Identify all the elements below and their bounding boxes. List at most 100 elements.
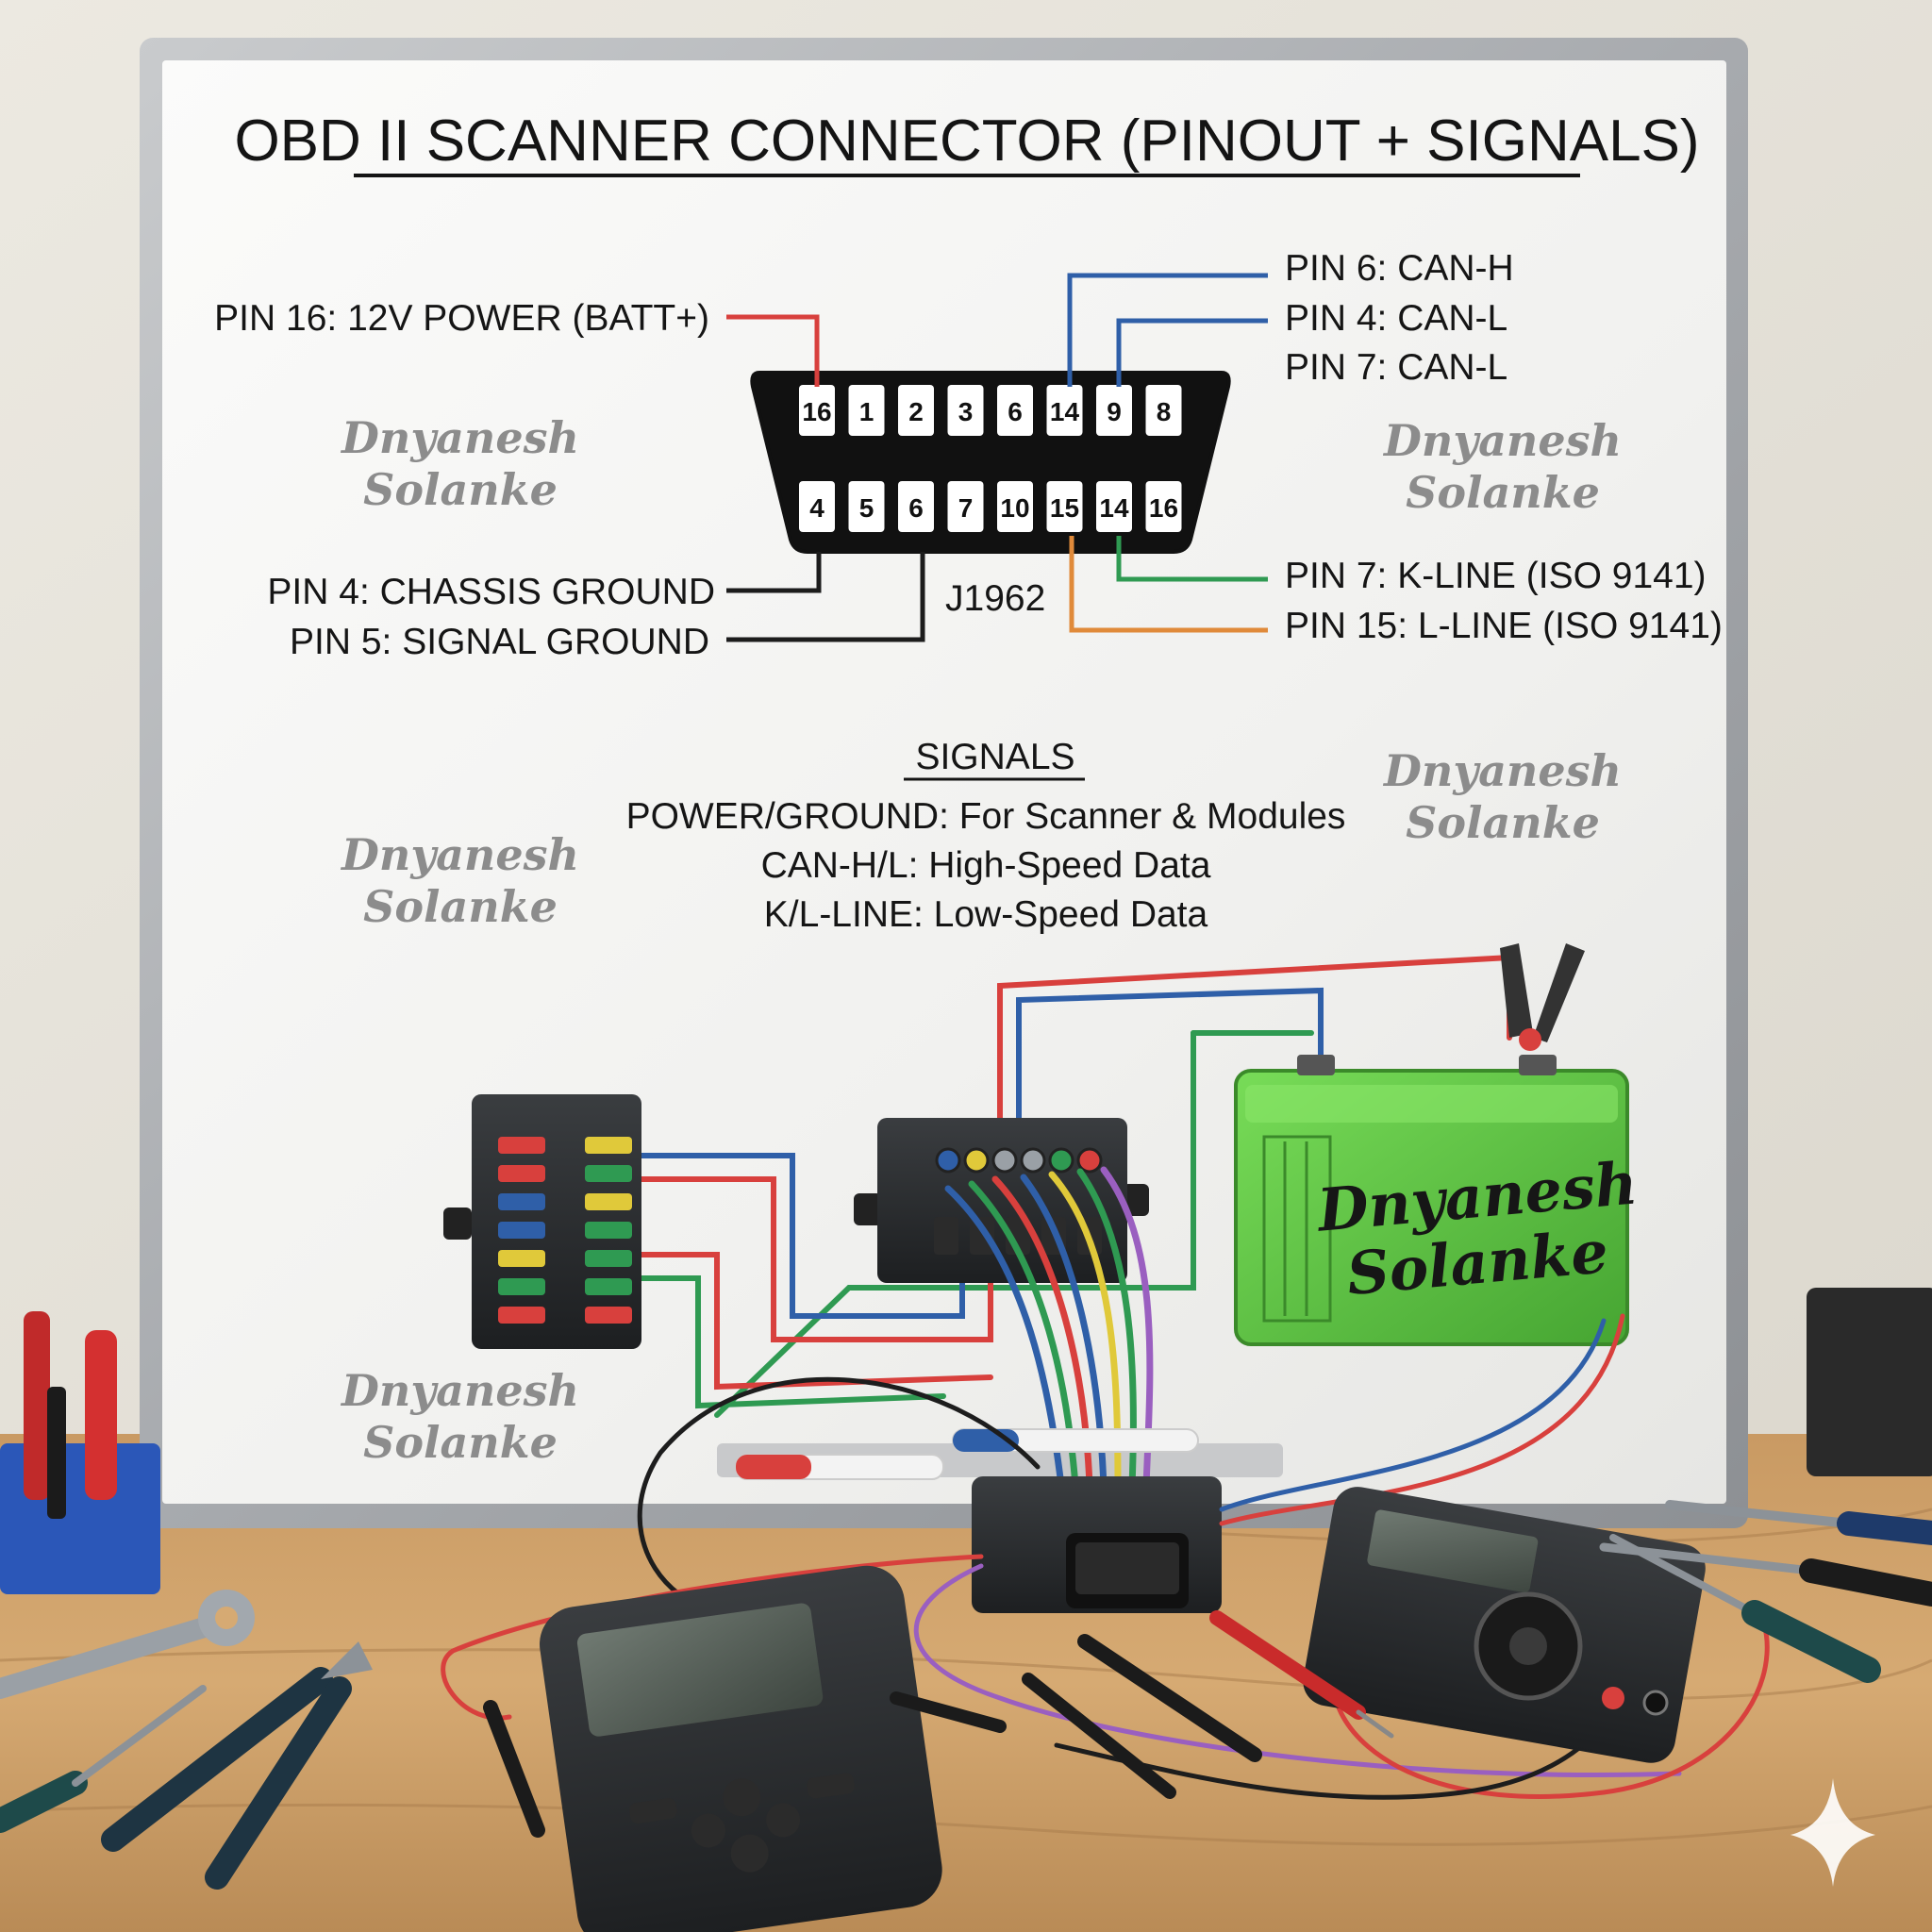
bottom-pin-number: 4 [809, 493, 824, 523]
fuse [498, 1193, 545, 1210]
top-pin-number: 1 [859, 397, 874, 426]
svg-text:Dnyanesh: Dnyanesh [340, 829, 579, 880]
watermark-3: Dnyanesh Solanke [1382, 745, 1622, 848]
power-supply-box [1807, 1288, 1932, 1476]
label-pin16-power: PIN 16: 12V POWER (BATT+) [214, 298, 709, 339]
fuse [498, 1250, 545, 1267]
label-pin6-can-h: PIN 6: CAN-H [1285, 248, 1514, 289]
top-pin-8: 8 [1145, 385, 1182, 436]
fuse [585, 1165, 632, 1182]
svg-text:Dnyanesh: Dnyanesh [1382, 745, 1622, 796]
bottom-pin-4: 7 [947, 481, 984, 532]
alligator-clip-icon [1500, 943, 1585, 1051]
diagram-title: OBD II SCANNER CONNECTOR (PINOUT + SIGNA… [234, 108, 1699, 174]
top-pin-4: 3 [947, 385, 984, 436]
svg-text:Solanke: Solanke [1406, 467, 1600, 518]
bench-cables [441, 1313, 1770, 1800]
wrench-icon [0, 1590, 255, 1699]
bottom-pin-5: 10 [997, 481, 1033, 532]
svg-text:Dnyanesh: Dnyanesh [1382, 415, 1622, 466]
multimeter-icon [1303, 1487, 1706, 1763]
watermark-5: Dnyanesh Solanke [340, 1365, 579, 1468]
svg-text:Solanke: Solanke [363, 1417, 558, 1468]
label-pin7-can-l: PIN 7: CAN-L [1285, 347, 1507, 388]
top-pin-number: 6 [1008, 397, 1023, 426]
bottom-pin-3: 6 [898, 481, 934, 532]
fuse [585, 1250, 632, 1267]
probes [483, 1610, 1394, 1838]
signals-line-kl: K/L-LINE: Low-Speed Data [764, 894, 1208, 935]
connector-label: J1962 [945, 578, 1045, 619]
fuse [498, 1278, 545, 1295]
bottom-pin-8: 16 [1145, 481, 1182, 532]
bottom-pin-number: 10 [1000, 493, 1029, 523]
svg-text:Dnyanesh: Dnyanesh [340, 412, 579, 463]
junction-plug [1020, 1147, 1046, 1174]
top-pin-7: 9 [1096, 385, 1132, 436]
svg-text:Solanke: Solanke [1406, 797, 1600, 848]
top-pin-2: 1 [848, 385, 885, 436]
fuse-box-icon [443, 1094, 641, 1349]
bottom-pin-2: 5 [848, 481, 885, 532]
bottom-pin-1: 4 [799, 481, 835, 532]
leader-lines [726, 273, 1268, 642]
bottom-pin-number: 7 [958, 493, 974, 523]
fuse [498, 1165, 545, 1182]
top-pin-number: 16 [802, 397, 831, 426]
top-pin-number: 14 [1050, 397, 1080, 426]
bottom-pin-6: 15 [1046, 481, 1083, 532]
signals-line-can: CAN-H/L: High-Speed Data [761, 845, 1211, 886]
bottom-pin-7: 14 [1096, 481, 1132, 532]
scanner-icon [540, 1565, 942, 1932]
tool-rack [0, 1311, 160, 1594]
top-pin-1: 16 [799, 385, 835, 436]
fuse [585, 1307, 632, 1324]
bottom-pin-number: 16 [1149, 493, 1178, 523]
battery-icon: Dnyanesh Solanke [1234, 1055, 1640, 1346]
top-pin-6: 14 [1046, 385, 1083, 436]
pliers-icon [101, 1641, 373, 1890]
junction-plug [935, 1147, 961, 1174]
watermark-4: Dnyanesh Solanke [340, 829, 579, 932]
svg-text:Solanke: Solanke [363, 464, 558, 515]
bottom-pin-row: 4 5 6 7 10 15 14 16 [799, 481, 1182, 532]
junction-terminal [934, 1217, 958, 1255]
bottom-pin-number: 6 [908, 493, 924, 523]
screwdriver-icon [0, 1500, 1932, 1833]
junction-plug [963, 1147, 990, 1174]
fuse [498, 1307, 545, 1324]
junction-plug [991, 1147, 1018, 1174]
label-pin15-l-line: PIN 15: L-LINE (ISO 9141) [1285, 606, 1723, 646]
fuse [498, 1137, 545, 1154]
bottom-pin-number: 14 [1099, 493, 1129, 523]
label-pin4-can-l: PIN 4: CAN-L [1285, 298, 1507, 339]
bottom-pin-number: 15 [1050, 493, 1079, 523]
junction-terminal [970, 1217, 994, 1255]
watermark-2: Dnyanesh Solanke [1382, 415, 1622, 518]
fuse [498, 1222, 545, 1239]
svg-text:Dnyanesh: Dnyanesh [340, 1365, 579, 1416]
obd-plug-icon [972, 1476, 1222, 1613]
watermark-1: Dnyanesh Solanke [340, 412, 579, 515]
fuse [585, 1222, 632, 1239]
bottom-pin-number: 5 [859, 493, 874, 523]
spark-icon [1790, 1778, 1875, 1887]
fuse [585, 1137, 632, 1154]
fuse [585, 1193, 632, 1210]
label-pin4-chassis-ground: PIN 4: CHASSIS GROUND [267, 572, 715, 612]
top-pin-3: 2 [898, 385, 934, 436]
top-pin-number: 3 [958, 397, 974, 426]
top-pin-row: 16 1 2 3 6 14 9 8 [799, 385, 1182, 436]
signals-heading: SIGNALS [915, 737, 1074, 777]
top-pin-number: 2 [908, 397, 924, 426]
top-pin-number: 8 [1157, 397, 1172, 426]
top-pin-5: 6 [997, 385, 1033, 436]
top-pin-number: 9 [1107, 397, 1122, 426]
label-pin5-signal-ground: PIN 5: SIGNAL GROUND [290, 622, 709, 662]
junction-box-icon [854, 1118, 1149, 1283]
signals-line-power-ground: POWER/GROUND: For Scanner & Modules [626, 796, 1346, 837]
svg-text:Solanke: Solanke [363, 881, 558, 932]
label-pin7-k-line: PIN 7: K-LINE (ISO 9141) [1285, 556, 1707, 596]
junction-plug [1076, 1147, 1103, 1174]
